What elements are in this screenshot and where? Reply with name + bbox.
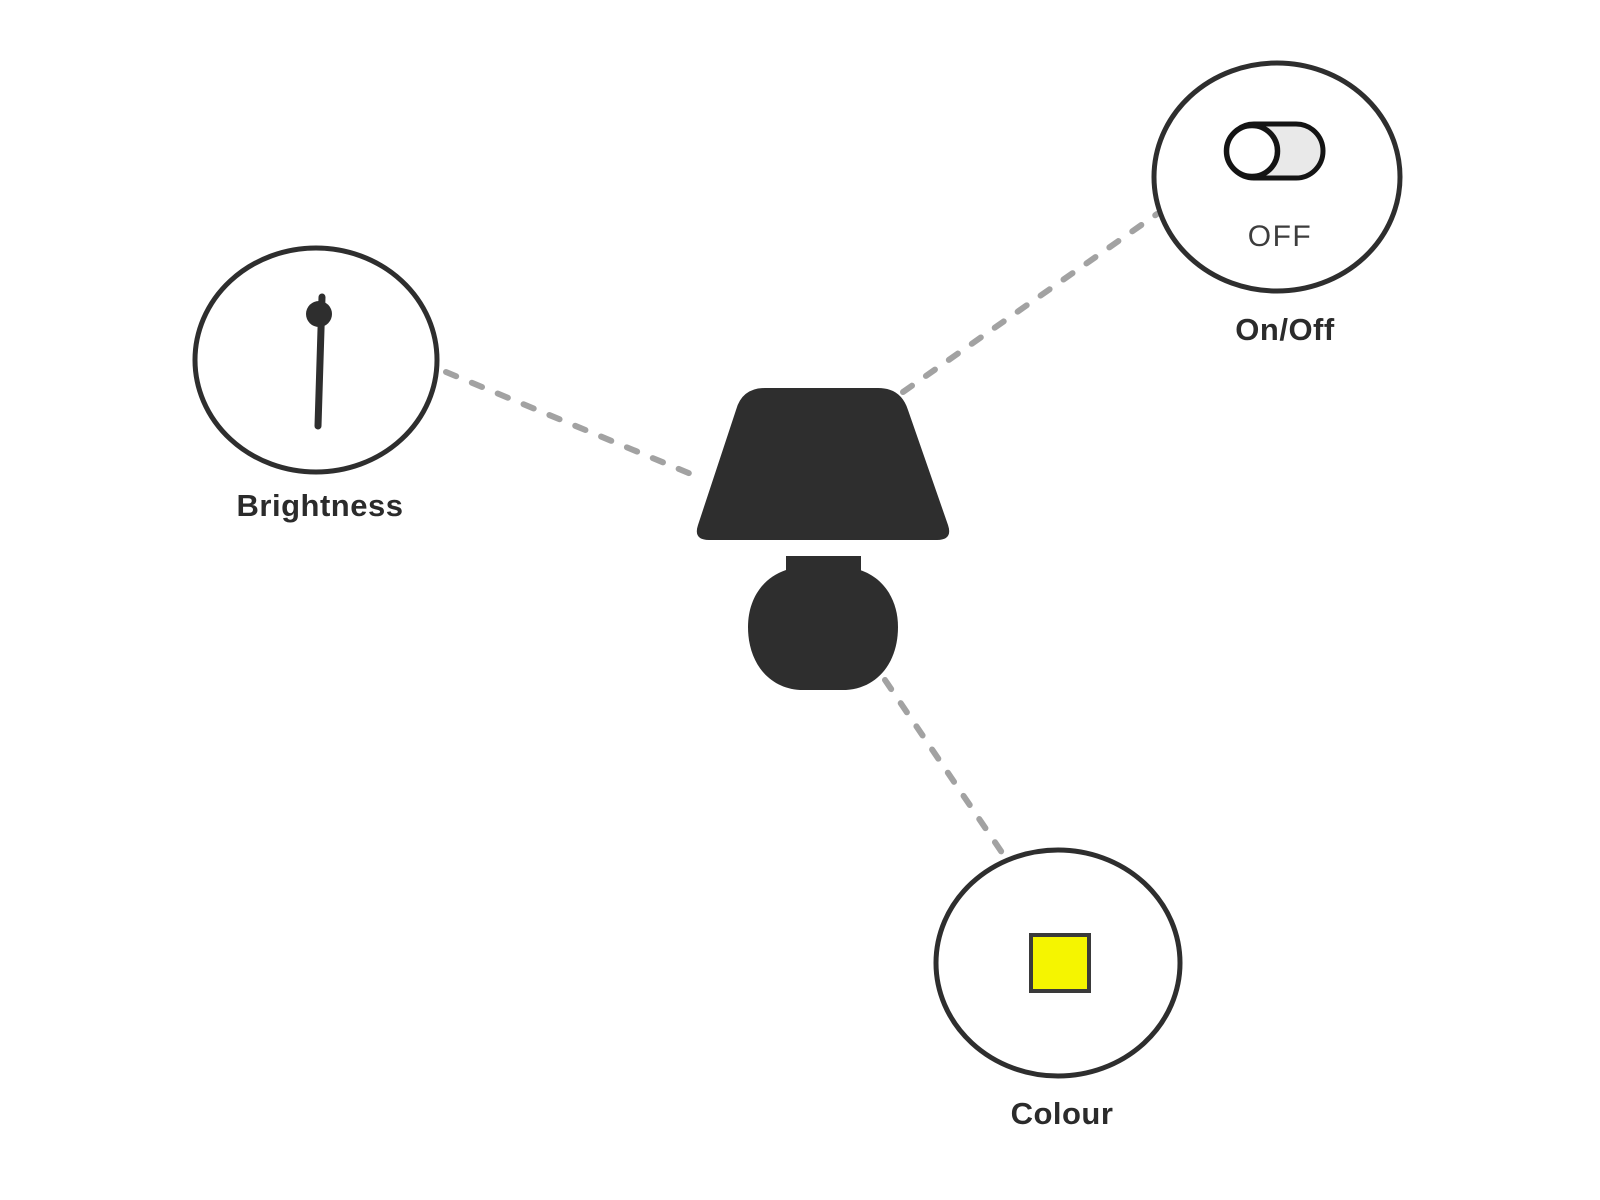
connector-lamp-to-colour [882, 677, 1010, 863]
slider-knob[interactable] [306, 301, 332, 327]
colour-node[interactable] [933, 847, 1183, 1079]
toggle-knob[interactable] [1223, 122, 1281, 180]
lamp-icon [696, 388, 950, 690]
connector-lamp-to-onoff [900, 211, 1160, 395]
onoff-state-text: OFF [1247, 220, 1313, 253]
colour-label: Colour [1010, 1096, 1114, 1131]
brightness-circle[interactable] [192, 245, 440, 475]
connector-brightness-to-lamp [443, 369, 694, 477]
brightness-label: Brightness [236, 488, 404, 523]
onoff-label: On/Off [1235, 312, 1335, 347]
onoff-node[interactable] [1151, 60, 1403, 294]
lamp-shade [696, 388, 950, 540]
brightness-slider-icon[interactable] [306, 293, 332, 430]
toggle-switch-icon[interactable] [1223, 121, 1326, 181]
brightness-node[interactable] [192, 245, 440, 475]
colour-swatch[interactable] [1029, 933, 1091, 993]
lamp-base [748, 570, 898, 690]
